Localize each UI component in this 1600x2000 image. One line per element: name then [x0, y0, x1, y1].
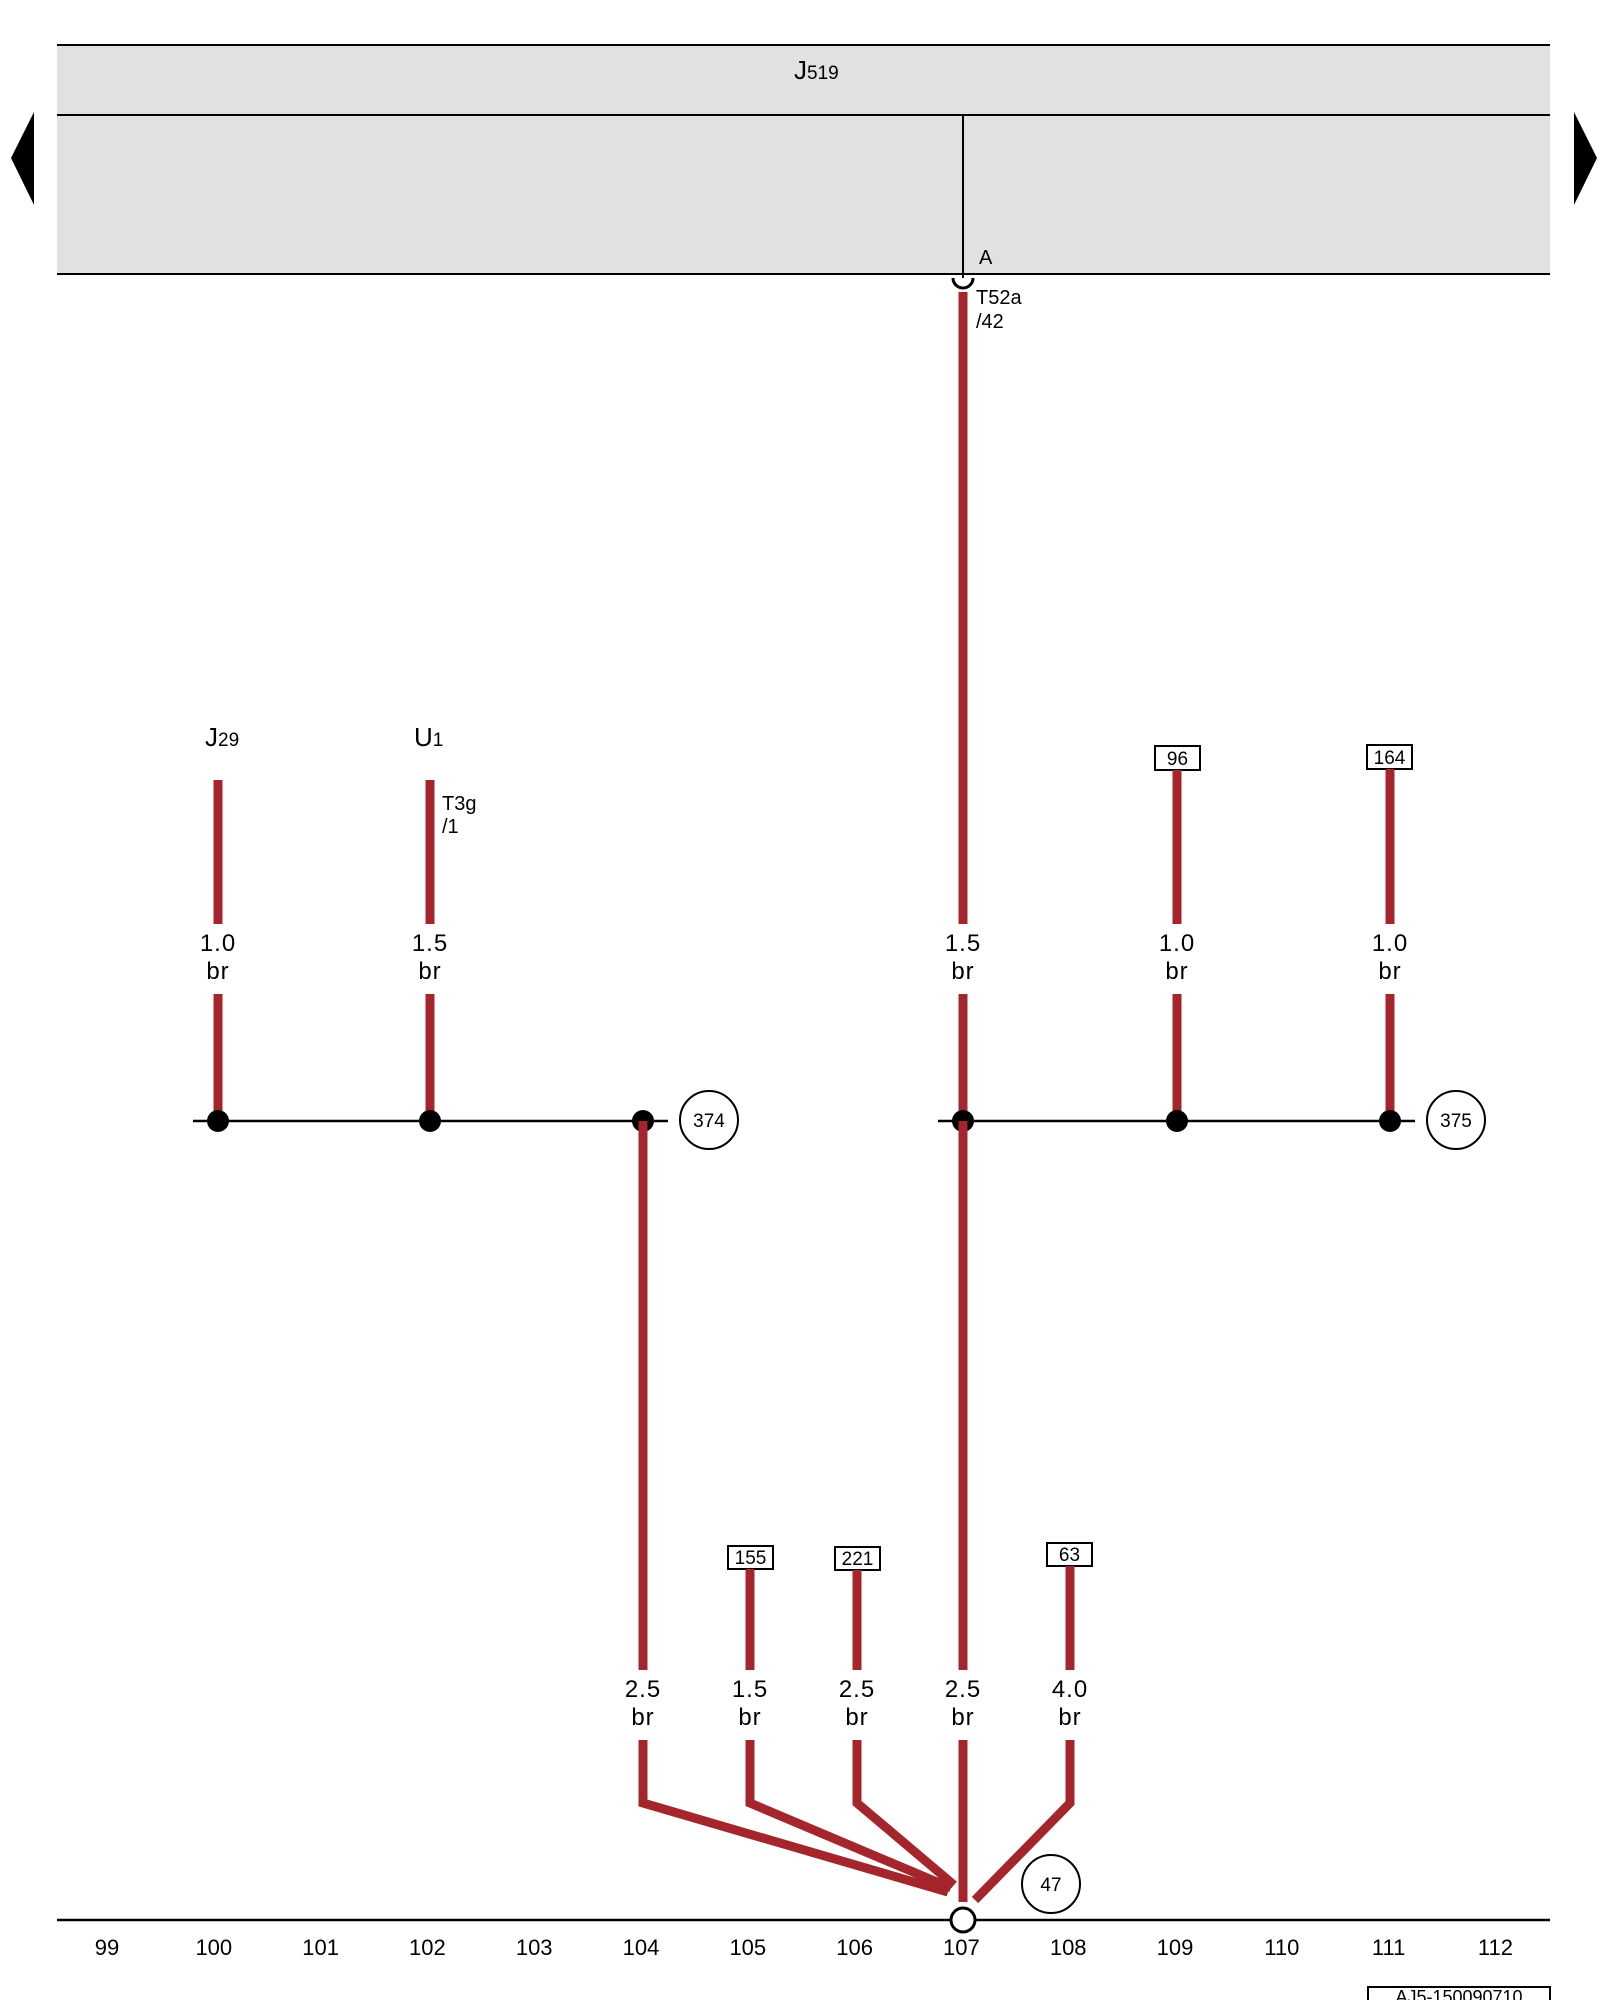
wire-102-color: br	[418, 958, 441, 985]
track-number: 102	[409, 1935, 446, 1960]
wire-107-lower-size: 2.5	[945, 1676, 981, 1703]
track-number: 99	[95, 1935, 119, 1960]
ref-164-label: 164	[1374, 748, 1406, 769]
ref-96-label: 96	[1167, 749, 1188, 770]
wire-111-size: 1.0	[1372, 930, 1408, 957]
control-unit-label: J519	[794, 55, 839, 85]
component-j29-label: J29	[205, 722, 239, 752]
wire-106-color: br	[845, 1704, 868, 1731]
point-374-circle[interactable]	[679, 1090, 739, 1150]
svg-text:374: 374	[693, 1111, 725, 1132]
wire-107-lower-color: br	[951, 1704, 974, 1731]
track-number: 111	[1372, 1935, 1405, 1960]
svg-text:47: 47	[1040, 1875, 1061, 1896]
svg-text:T52a: T52a	[976, 287, 1022, 309]
wire-108-size: 4.0	[1052, 1676, 1088, 1703]
wire-108-color: br	[1058, 1704, 1081, 1731]
track-number: 104	[623, 1935, 660, 1960]
connector-t3g-label: T3g	[442, 793, 476, 815]
track-number: 108	[1050, 1935, 1087, 1960]
wire-100-size: 1.0	[200, 930, 236, 957]
track-number: 109	[1157, 1935, 1194, 1960]
wire-111-color: br	[1378, 958, 1401, 985]
triangle-right-icon[interactable]	[1574, 112, 1597, 205]
track-number: 105	[729, 1935, 766, 1960]
track-number: 112	[1478, 1935, 1513, 1960]
track-number: 107	[943, 1935, 980, 1960]
wire-106-size: 2.5	[839, 1676, 875, 1703]
wire-100-color: br	[206, 958, 229, 985]
ref-63-label: 63	[1059, 1545, 1080, 1566]
wire-105-bottom	[745, 1740, 953, 1893]
track-number: 101	[302, 1935, 339, 1960]
svg-text:375: 375	[1440, 1111, 1472, 1132]
wire-104-bottom	[638, 1740, 950, 1897]
wire-109-size: 1.0	[1159, 930, 1195, 957]
wire-104-color: br	[631, 1704, 654, 1731]
wire-108-bottom	[971, 1740, 1075, 1904]
document-id: AJ5-150090710	[1367, 1986, 1551, 2000]
wire-102-size: 1.5	[412, 930, 448, 957]
component-u1-label: U1	[414, 722, 443, 752]
splice-375: 375	[938, 1090, 1486, 1150]
ref-221-label: 221	[842, 1549, 874, 1570]
connector-t52a-42: T52a /42	[951, 277, 1022, 333]
track-numbers: 99 100 101 102 103 104 105 106 107 108 109 110 111 11…	[95, 1935, 1513, 1960]
track-number: 106	[836, 1935, 873, 1960]
track-number: 103	[516, 1935, 553, 1960]
wire-107-upper-size: 1.5	[945, 930, 981, 957]
svg-text:AJ5-150090710: AJ5-150090710	[1395, 1987, 1522, 2000]
connector-t3g-pin: /1	[442, 816, 459, 838]
ref-box-164[interactable]	[1366, 744, 1413, 770]
triangle-left-icon[interactable]	[11, 112, 34, 205]
ground-point-47: 47	[1021, 1854, 1081, 1914]
wire-109-color: br	[1165, 958, 1188, 985]
point-375-circle[interactable]	[1426, 1090, 1486, 1150]
control-unit-j519: J519 A	[57, 44, 1550, 278]
track-number: 110	[1264, 1935, 1299, 1960]
wire-104-size: 2.5	[625, 1676, 661, 1703]
track-number: 100	[195, 1935, 232, 1960]
wire-105-size: 1.5	[732, 1676, 768, 1703]
ref-155-label: 155	[735, 1548, 767, 1569]
pin-a-label: A	[979, 247, 993, 269]
ground-connection-circle	[949, 1906, 977, 1934]
wire-106-bottom	[852, 1740, 957, 1889]
wire-105-color: br	[738, 1704, 761, 1731]
svg-text:/42: /42	[976, 311, 1004, 333]
wire-107-upper-color: br	[951, 958, 974, 985]
point-47-circle[interactable]	[1021, 1854, 1081, 1914]
splice-374: 374	[193, 1090, 739, 1150]
